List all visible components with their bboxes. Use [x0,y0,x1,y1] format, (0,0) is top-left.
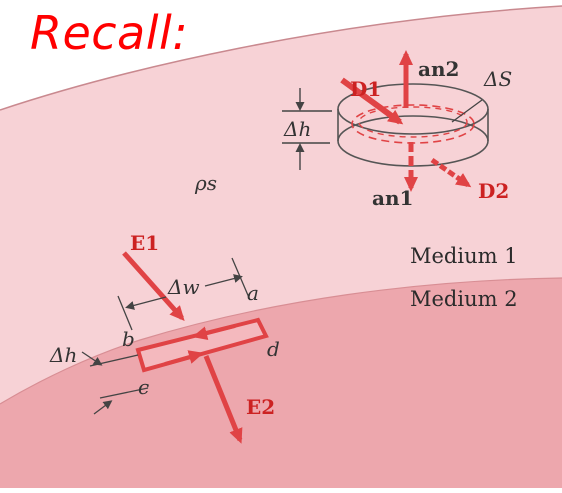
rho-s-label: ρs [194,171,217,195]
e2-label: E2 [246,395,275,419]
e1-vector [122,251,185,321]
delta-s-label: ΔS [483,67,512,91]
corner-d-label: d [267,337,280,361]
delta-s-leader [451,99,483,123]
upper-boundary-line [0,5,562,111]
pillbox-delta-h-label: Δh [283,117,311,141]
an1-label: an1 [372,186,413,210]
an2-label: an2 [418,57,459,81]
medium-2-label: Medium 2 [410,287,518,311]
delta-w-label: Δw [167,275,200,299]
recall-title: Recall: [30,6,189,60]
d2-vector [430,157,472,188]
pillbox-height-dimension [282,88,332,170]
corner-b-label: b [122,327,135,351]
width-dimension [117,257,251,331]
d1-label: D1 [350,77,381,101]
d1-vector [340,77,404,125]
medium-2-region [0,278,562,488]
e1-label: E1 [130,231,159,255]
corner-a-label: a [247,281,259,305]
interface-line [0,277,562,405]
path-delta-h-label: Δh [49,343,77,367]
e2-vector [203,355,243,444]
medium-1-label: Medium 1 [410,244,518,268]
rectangular-path [135,317,269,373]
corner-c-label: c [138,375,149,399]
d2-label: D2 [478,179,509,203]
path-height-dimension [81,351,149,415]
